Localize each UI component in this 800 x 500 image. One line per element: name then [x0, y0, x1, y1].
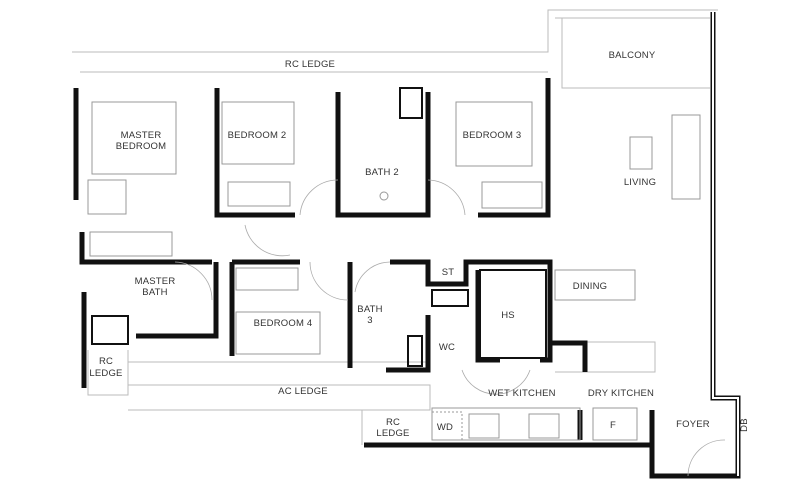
label-wet-kitchen: WET KITCHEN [488, 388, 555, 399]
label-db: DB [739, 418, 750, 432]
label-rc-ledge-bottom-2: LEDGE [376, 428, 409, 439]
shower [407, 335, 423, 367]
label-hs: HS [501, 310, 515, 321]
label-master-bedroom-2: BEDROOM [116, 141, 167, 152]
label-rc-ledge-left-2: LEDGE [89, 368, 122, 379]
label-rc-ledge-left-1: RC [99, 356, 113, 367]
label-rc-ledge-top: RC LEDGE [285, 59, 335, 70]
label-bedroom-3: BEDROOM 3 [463, 130, 522, 141]
label-st: ST [442, 267, 455, 278]
shower [431, 289, 469, 307]
walls [73, 12, 741, 479]
door-swings [174, 179, 726, 477]
ledge-outlines [72, 9, 718, 445]
label-dry-kitchen: DRY KITCHEN [588, 388, 654, 399]
furniture [87, 87, 701, 441]
label-foyer: FOYER [676, 419, 710, 430]
label-balcony: BALCONY [609, 50, 656, 61]
label-wc: WC [439, 342, 455, 353]
label-dining: DINING [573, 281, 607, 292]
label-bath-2: BATH 2 [365, 167, 399, 178]
label-master-bath-2: BATH [142, 287, 167, 298]
label-master-bath-1: MASTER [135, 276, 176, 287]
label-rc-ledge-bottom-1: RC [386, 417, 400, 428]
label-fridge: F [610, 420, 616, 431]
shower [91, 315, 129, 345]
label-bath-3-1: BATH [357, 304, 382, 315]
label-ac-ledge: AC LEDGE [278, 386, 328, 397]
label-bedroom-4: BEDROOM 4 [254, 318, 313, 329]
room-labels: RC LEDGE BALCONY MASTER BEDROOM BEDROOM … [89, 50, 750, 439]
label-bath-3-2: 3 [367, 315, 372, 326]
label-master-bedroom-1: MASTER [121, 130, 162, 141]
shower [399, 87, 423, 119]
label-wd: WD [437, 422, 453, 433]
label-bedroom-2: BEDROOM 2 [228, 130, 287, 141]
label-living: LIVING [624, 177, 656, 188]
